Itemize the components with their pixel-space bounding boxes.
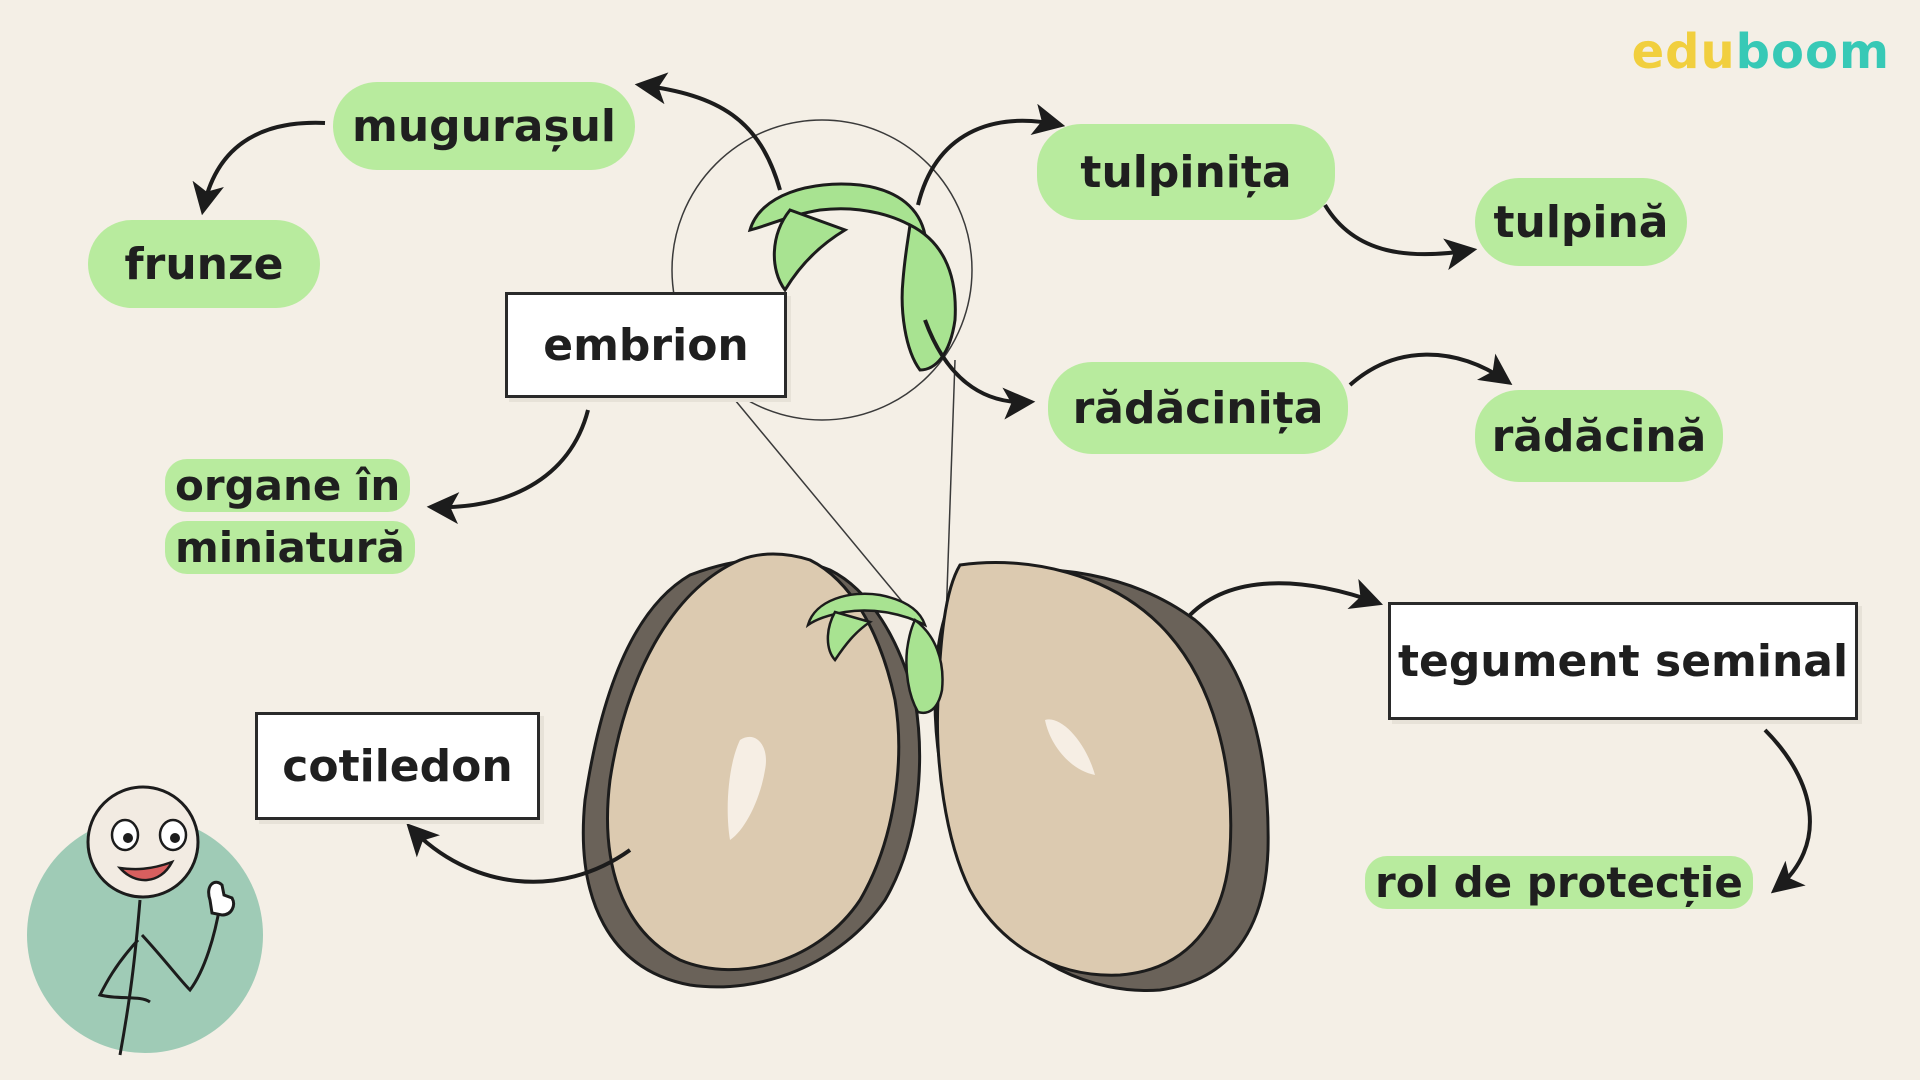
label-rol-protectie: rol de protecție [1365,856,1753,909]
arrow-tegument-rol [1763,728,1812,894]
label-frunze: frunze [88,220,320,308]
label-embrion: embrion [505,292,787,398]
arrow-to-tegument [1188,578,1384,617]
magnified-embryo [747,182,957,372]
seed-right-half [933,561,1270,992]
arrow-mugurasul-frunze [192,120,326,216]
label-radacinita: rădăcinița [1048,362,1348,454]
label-organe-miniatura: organe în miniatură [165,459,415,574]
label-organe-line1: organe în [165,459,411,512]
arrow-to-cotiledon [406,823,632,884]
arrow-tulpinita-tulpina [1323,203,1478,271]
label-cotiledon: cotiledon [255,712,540,820]
label-radacina: rădăcină [1475,390,1723,482]
label-frunze-text: frunze [124,238,284,290]
logo-part-boom: boom [1735,24,1890,80]
arrow-to-mugurasul [634,72,782,191]
arrow-to-tulpinita [916,103,1066,206]
label-tulpina: tulpină [1475,178,1687,266]
label-rol-text: rol de protecție [1365,856,1753,909]
label-embrion-text: embrion [543,319,749,371]
arrow-to-radacinita [923,319,1036,420]
label-tegument-text: tegument seminal [1397,635,1849,687]
label-radacina-text: rădăcină [1491,410,1707,462]
label-tegument-seminal: tegument seminal [1388,602,1858,720]
label-mugurasul: mugurașul [333,82,635,170]
label-mugurasul-text: mugurașul [352,100,616,152]
label-tulpina-text: tulpină [1493,196,1669,248]
zoom-line-left [734,399,906,606]
label-tulpinita: tulpinița [1037,124,1335,220]
mascot-character [27,785,263,1056]
arrow-embrion-organe [426,409,590,525]
label-cotiledon-text: cotiledon [282,740,513,792]
eduboom-logo: eduboom [1632,24,1890,80]
seed-left-half [581,552,922,989]
label-tulpinita-text: tulpinița [1080,146,1292,198]
seed-embryo [805,592,944,714]
magnifier-circle [671,119,973,421]
label-organe-line2: miniatură [165,521,415,574]
label-radacinita-text: rădăcinița [1072,382,1324,434]
logo-part-edu: edu [1631,24,1736,80]
arrow-radacinita-radacina [1348,352,1513,387]
